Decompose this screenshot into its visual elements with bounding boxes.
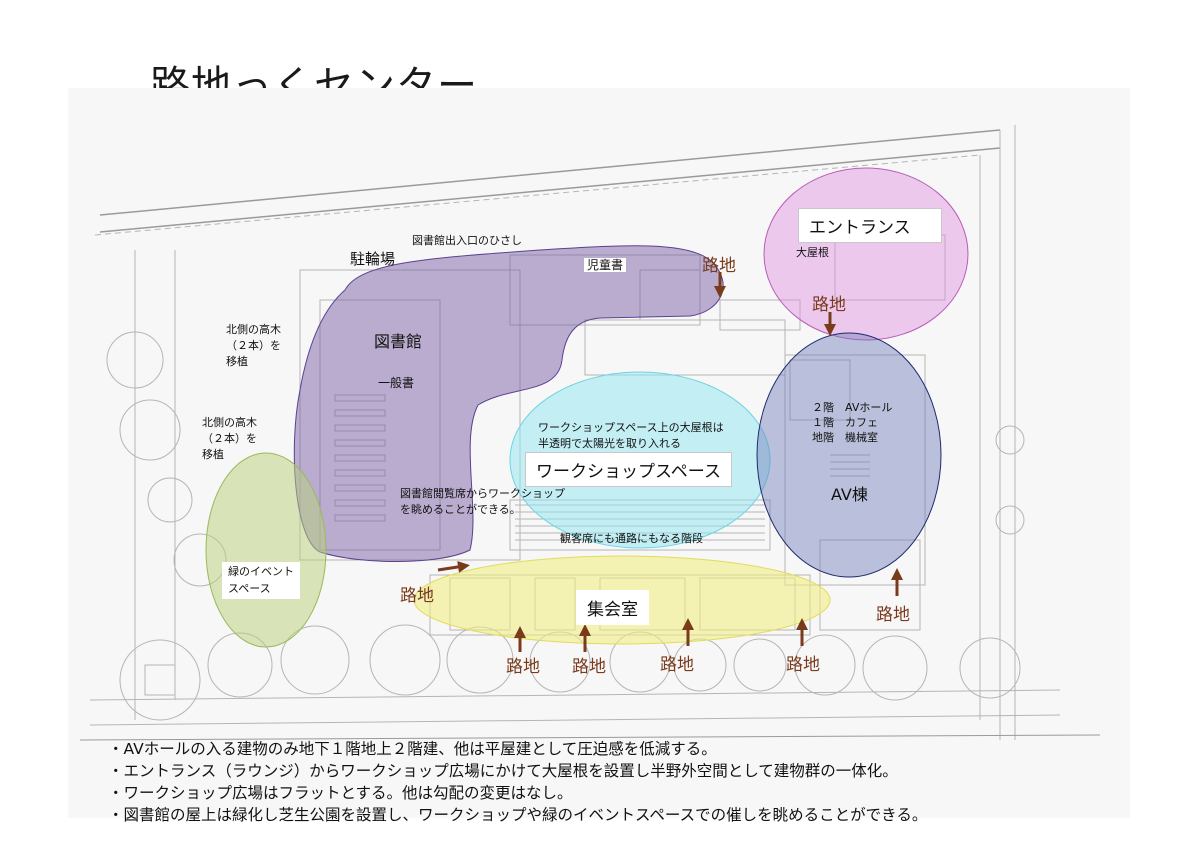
- bicycle-parking-label: 駐輪場: [350, 250, 396, 268]
- roji-label: 路地: [572, 657, 606, 677]
- library-view-note: 図書館閲覧席からワークショップ を眺めることができる。: [400, 487, 565, 516]
- av-floors-note: ２階 AVホール １階 カフェ 地階 機械室: [812, 401, 893, 444]
- note-item: エントランス（ラウンジ）からワークショップ広場にかけて大屋根を設置し半野外空間と…: [108, 760, 1178, 782]
- workshop-label: ワークショップスペース: [525, 452, 732, 487]
- roji-label: 路地: [660, 655, 694, 675]
- workshop-roof-note: ワークショップスペース上の大屋根は 半透明で太陽光を取り入れる: [538, 421, 724, 450]
- general-books-label: 一般書: [378, 376, 415, 390]
- green-event-zone: [205, 452, 327, 648]
- roji-label: 路地: [506, 657, 540, 677]
- av-zone: [756, 332, 942, 578]
- big-roof-label: 大屋根: [796, 246, 829, 259]
- meeting-room-label: 集会室: [576, 590, 649, 625]
- roji-label: 路地: [812, 295, 846, 315]
- note-item: 図書館の屋上は緑化し芝生公園を設置し、ワークショップや緑のイベントスペースでの催…: [108, 804, 1178, 826]
- roji-label: 路地: [400, 586, 434, 606]
- roji-label: 路地: [876, 605, 910, 625]
- green-event-label: 緑のイベント スペース: [222, 562, 300, 599]
- note-item: ワークショップ広場はフラットとする。他は勾配の変更はなし。: [108, 782, 1178, 804]
- entrance-label: エントランス: [798, 208, 942, 243]
- stairs-note: 観客席にも通路にもなる階段: [560, 532, 703, 545]
- roji-label: 路地: [702, 256, 736, 276]
- design-notes: AVホールの入る建物のみ地下１階地上２階建、他は平屋建として圧迫感を低減する。 …: [108, 738, 1178, 826]
- children-books-label: 児童書: [584, 258, 627, 273]
- note-item: AVホールの入る建物のみ地下１階地上２階建、他は平屋建として圧迫感を低減する。: [108, 738, 1178, 760]
- av-building-label: AV棟: [831, 485, 868, 504]
- north-trees-note-2: 北側の高木 （２本）を 移植: [202, 416, 257, 461]
- roji-arrows: [437, 272, 903, 652]
- library-label: 図書館: [374, 332, 423, 351]
- roji-label: 路地: [786, 655, 820, 675]
- library-eave-label: 図書館出入口のひさし: [412, 234, 522, 247]
- entrance-zone: [763, 167, 969, 341]
- north-trees-note-1: 北側の高木 （２本）を 移植: [226, 323, 281, 368]
